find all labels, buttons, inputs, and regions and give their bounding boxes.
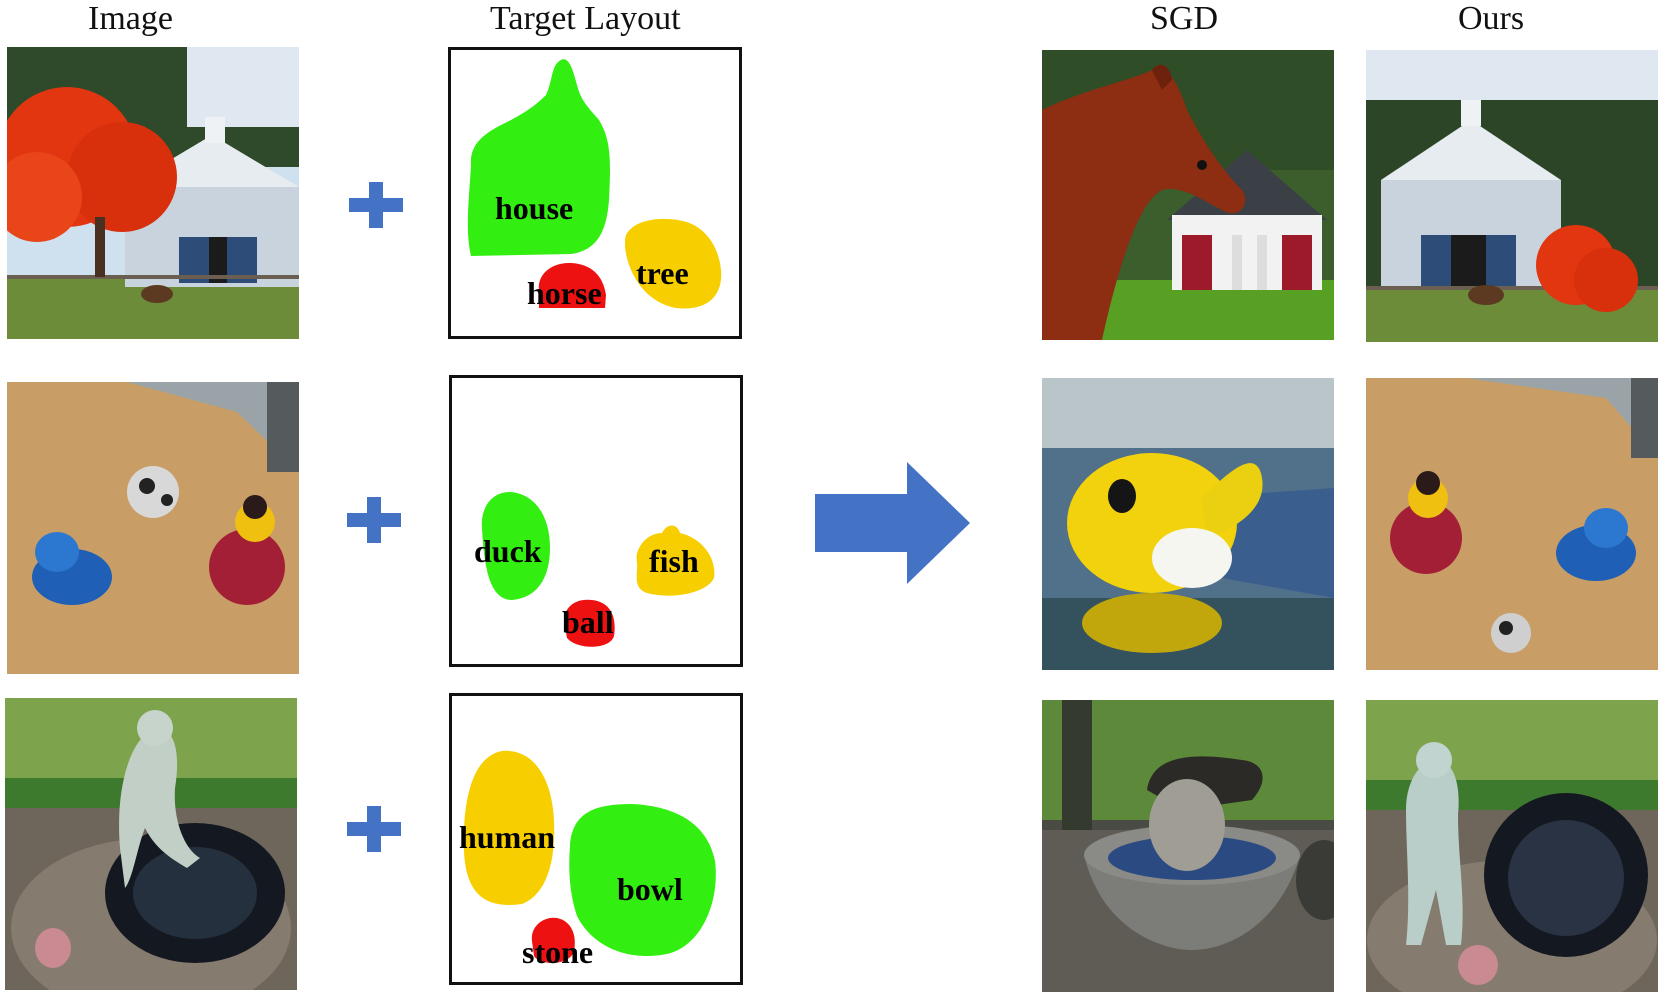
plus-icon <box>347 497 401 543</box>
input-image-row1 <box>7 47 299 339</box>
layout-label-ball: ball <box>562 604 614 640</box>
target-layout-row1: house tree horse <box>448 47 742 339</box>
header-sgd: SGD <box>1150 0 1219 37</box>
layout-label-house: house <box>495 190 574 226</box>
layout-blob-fish <box>636 525 715 596</box>
layout-blob-tree <box>624 218 722 309</box>
header-ours: Ours <box>1458 0 1525 37</box>
plus-icon <box>347 806 401 852</box>
layout-blob-human <box>463 750 555 905</box>
layout-blob-ball <box>564 599 615 647</box>
sgd-output-row2 <box>1042 378 1334 670</box>
layout-label-stone: stone <box>522 934 594 970</box>
layout-blob-house <box>467 59 610 257</box>
input-image-row2 <box>7 382 299 674</box>
layout-blob-stone <box>531 917 575 963</box>
layout-label-duck: duck <box>474 533 542 569</box>
header-target-layout: Target Layout <box>490 0 681 37</box>
ours-output-row3 <box>1366 700 1658 992</box>
sgd-output-row3 <box>1042 700 1334 992</box>
layout-blob-duck <box>481 492 550 600</box>
plus-icon <box>349 182 403 228</box>
input-image-row3 <box>5 698 297 990</box>
target-layout-row3: human bowl stone <box>449 693 743 985</box>
layout-blob-bowl <box>569 804 716 957</box>
layout-label-fish: fish <box>649 543 699 579</box>
target-layout-row2: duck fish ball <box>449 375 743 667</box>
layout-label-tree: tree <box>636 255 689 291</box>
layout-label-human: human <box>459 819 556 855</box>
arrow-right-icon <box>815 462 970 584</box>
ours-output-row2 <box>1366 378 1658 670</box>
layout-label-bowl: bowl <box>617 871 683 907</box>
layout-blob-horse <box>538 262 606 308</box>
layout-label-horse: horse <box>527 275 602 311</box>
sgd-output-row1 <box>1042 50 1334 342</box>
ours-output-row1 <box>1366 50 1658 342</box>
header-image: Image <box>88 0 173 37</box>
